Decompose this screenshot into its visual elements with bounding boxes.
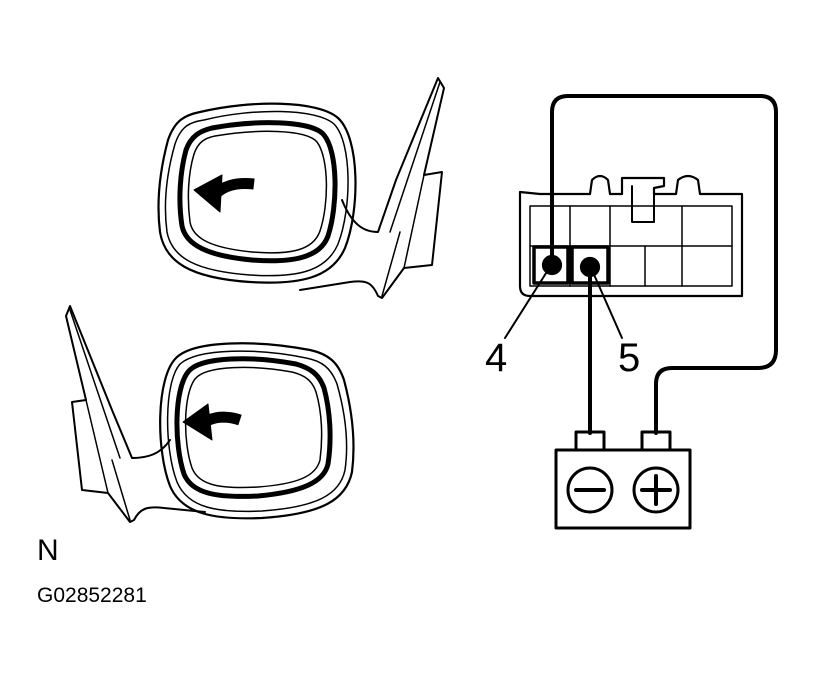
mirror-upper-glass-inner [187, 130, 328, 254]
mirror-lower [65, 305, 355, 523]
lead-positive [550, 94, 778, 435]
minus-icon [566, 466, 614, 514]
figure-code: G02852281 [37, 584, 147, 607]
terminal-4-probe [541, 254, 563, 276]
tilt-arrow-icon [193, 174, 255, 213]
battery-terminal-positive [640, 430, 672, 452]
mirror-lower-glass [174, 356, 333, 499]
terminal-5-label: 5 [618, 336, 641, 380]
mirror-upper-housing-inner-line [164, 110, 349, 277]
mirror-upper [157, 77, 445, 299]
mirror-lower-glass-inner [184, 366, 323, 489]
connector-latch [631, 185, 655, 223]
mirror-upper-housing [157, 102, 357, 284]
view-label: N [37, 534, 59, 567]
mirror-lower-housing-inner-line [166, 350, 348, 513]
plus-icon [632, 466, 680, 514]
pin4-leader [504, 269, 549, 339]
mirror-lower-arm [65, 305, 206, 523]
mirror-upper-glass [177, 120, 338, 264]
terminal-5-probe [579, 256, 601, 278]
terminal-5-cavity [570, 245, 610, 285]
mirror-lower-housing [159, 342, 355, 520]
tilt-arrow-icon [182, 403, 242, 441]
mirror-connector [518, 174, 744, 298]
mirror-upper-arm-edge [381, 81, 441, 297]
battery [554, 430, 692, 530]
terminal-4-cavity [532, 245, 570, 285]
mirror-upper-arm [299, 77, 445, 299]
terminal-4-label: 4 [485, 336, 508, 380]
battery-body [554, 448, 692, 530]
mirror-lower-arm-edge [69, 309, 131, 521]
battery-terminal-negative [574, 430, 606, 452]
connector-body [518, 174, 744, 298]
